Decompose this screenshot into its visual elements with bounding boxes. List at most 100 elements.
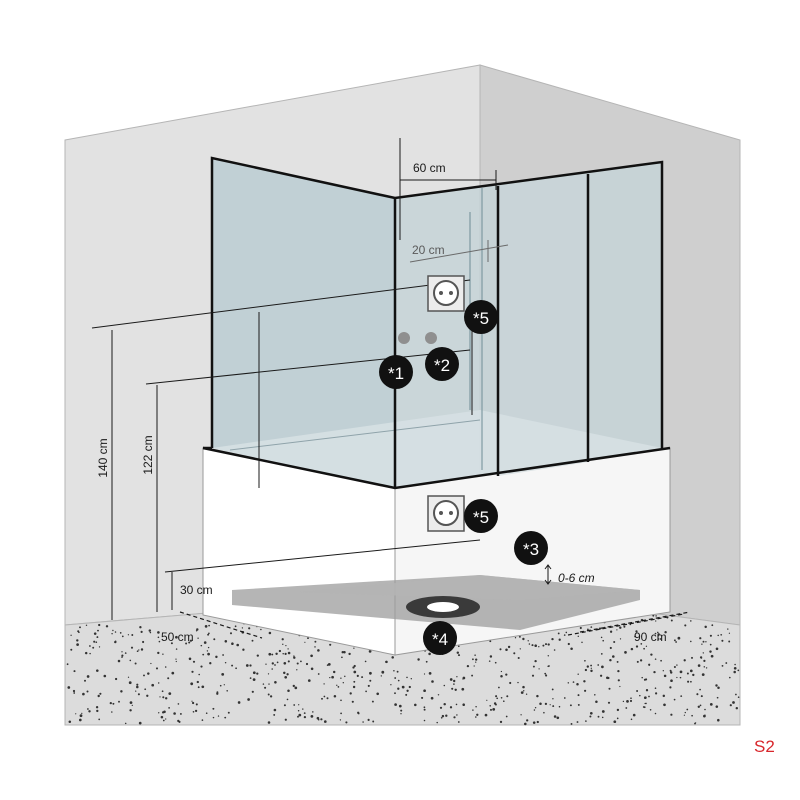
floor-speckle	[161, 690, 164, 693]
floor-speckle	[715, 647, 719, 651]
floor-speckle	[406, 676, 408, 679]
floor-speckle	[498, 686, 500, 689]
floor-speckle	[200, 644, 203, 647]
floor-speckle	[284, 718, 287, 721]
floor-speckle	[353, 680, 356, 683]
floor-speckle	[321, 697, 323, 700]
marker-3-circle	[514, 531, 548, 565]
floor-speckle	[376, 692, 380, 696]
floor-speckle	[394, 677, 397, 679]
floor-speckle	[539, 702, 542, 705]
floor-speckle	[118, 700, 120, 703]
tray-edge	[229, 419, 481, 451]
floor-speckle	[124, 652, 127, 654]
floor-speckle	[423, 719, 426, 722]
floor-speckle	[224, 661, 227, 664]
floor-speckle	[296, 669, 298, 671]
floor-speckle	[96, 709, 99, 713]
marker-3-label: *3	[523, 540, 539, 559]
valve-knob-right	[425, 332, 437, 344]
floor-speckle	[549, 704, 551, 706]
floor-speckle	[576, 721, 579, 723]
floor-speckle	[552, 698, 554, 700]
floor-speckle	[670, 679, 673, 683]
floor-speckle	[369, 679, 372, 682]
floor-speckle	[97, 694, 100, 698]
floor-speckle	[352, 666, 355, 669]
floor-speckle	[704, 708, 706, 711]
floor-speckle	[613, 720, 617, 724]
floor-speckle	[653, 670, 656, 674]
floor-speckle	[121, 635, 124, 638]
floor-speckle	[617, 669, 620, 673]
floor-speckle	[536, 720, 539, 724]
floor-speckle	[252, 671, 256, 675]
floor-speckle	[711, 624, 714, 627]
floor-speckle	[456, 651, 460, 654]
floor-speckle	[425, 660, 428, 663]
floor-speckle	[353, 647, 355, 649]
floor-speckle	[165, 718, 167, 720]
floor-speckle	[271, 668, 273, 670]
floor-speckle	[105, 625, 109, 628]
floor-speckle	[198, 673, 201, 676]
floor-speckle	[351, 700, 354, 703]
floor-speckle	[645, 689, 649, 692]
floor-speckle	[127, 634, 130, 636]
floor-speckle	[655, 615, 657, 617]
floor-speckle	[208, 624, 210, 627]
floor-speckle	[222, 654, 225, 656]
floor-speckle	[577, 673, 579, 675]
floor-speckle	[361, 676, 364, 679]
floor-speckle	[67, 686, 71, 689]
floor-speckle	[312, 711, 314, 713]
floor-speckle	[613, 640, 616, 644]
floor-speckle	[203, 641, 207, 644]
floor-speckle	[327, 663, 331, 666]
floor-speckle	[553, 715, 557, 718]
slope-arrow	[544, 564, 552, 585]
floor-speckle	[283, 704, 286, 707]
floor-speckle	[162, 719, 165, 722]
floor-speckle	[727, 628, 729, 630]
floor-speckle	[691, 714, 693, 717]
floor-speckle	[721, 664, 724, 667]
floor-speckle	[669, 669, 672, 672]
floor-speckle	[423, 706, 426, 709]
floor-speckle	[619, 685, 621, 688]
valve-knob-left	[398, 332, 410, 344]
floor-speckle	[98, 646, 101, 648]
floor-speckle	[597, 715, 600, 718]
floor-speckle	[149, 631, 152, 634]
page-label: S2	[754, 737, 775, 756]
floor-speckle	[247, 698, 250, 701]
floor-speckle	[281, 638, 284, 641]
floor-speckle	[397, 679, 400, 682]
floor-speckle	[269, 695, 273, 698]
floor-speckle	[162, 653, 164, 655]
floor-speckle	[282, 653, 284, 655]
floor-speckle	[66, 663, 69, 666]
floor-speckle	[489, 708, 493, 711]
floor-speckle	[114, 677, 118, 681]
floor-speckle	[663, 674, 667, 678]
floor-speckle	[129, 701, 133, 704]
floor-speckle	[157, 682, 160, 684]
floor-speckle	[430, 696, 434, 700]
floor-speckle	[737, 696, 740, 699]
floor-speckle	[494, 661, 497, 664]
floor-speckle	[625, 707, 628, 709]
floor-speckle	[268, 652, 272, 656]
floor-speckle	[95, 641, 98, 644]
floor-speckle	[296, 662, 299, 665]
floor-speckle	[636, 690, 639, 692]
floor-speckle	[616, 660, 619, 663]
marker-4-label: *4	[432, 630, 448, 649]
floor-speckle	[715, 705, 719, 708]
marker-5-lower-circle	[464, 499, 498, 533]
floor-dimension-lines	[179, 611, 691, 639]
floor-speckle	[175, 658, 177, 660]
floor-speckle	[634, 635, 636, 638]
floor-speckle	[544, 672, 547, 675]
floor-speckle	[569, 704, 572, 707]
